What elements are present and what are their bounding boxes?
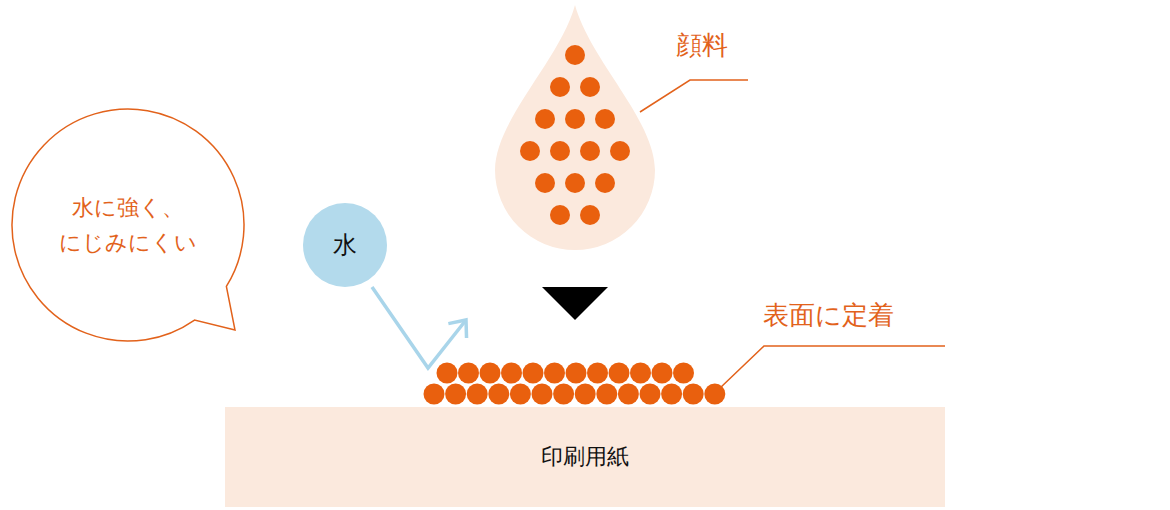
pigment-dot	[520, 141, 540, 161]
pigment-dot	[480, 363, 501, 384]
pigment-dot	[550, 205, 570, 225]
pigment-dot	[510, 384, 531, 405]
pigment-dot	[580, 205, 600, 225]
pigment-dot	[595, 109, 615, 129]
pigment-dot	[523, 363, 544, 384]
pigment-dot	[575, 384, 596, 405]
callout-label: 顔料	[676, 30, 728, 61]
pigment-dot	[618, 384, 639, 405]
pigment-dot	[595, 173, 615, 193]
pigment-dot	[565, 45, 585, 65]
callout-label: 表面に定着	[763, 300, 894, 331]
pigment-dot	[630, 363, 651, 384]
pigment-dot	[580, 141, 600, 161]
pigment-dot	[445, 384, 466, 405]
pigment-dot	[580, 77, 600, 97]
pigment-dots	[520, 45, 630, 225]
leader-lines	[640, 80, 945, 388]
pigment-dot	[532, 384, 553, 405]
bubble-shape	[12, 109, 244, 341]
node-text: 水に強く、 にじみにくい	[48, 190, 208, 260]
leader-line	[640, 80, 748, 112]
pigment-dot	[596, 384, 617, 405]
pigment-dot	[587, 363, 608, 384]
arrow-head	[448, 320, 466, 338]
pigment-dot	[565, 109, 585, 129]
pigment-dot	[566, 363, 587, 384]
pigment-dot	[683, 384, 704, 405]
water-bounce-arrow	[372, 287, 467, 368]
pigment-dot	[467, 384, 488, 405]
water-circle: 水	[303, 203, 387, 287]
pigment-dot	[535, 173, 555, 193]
pigment-dot	[610, 141, 630, 161]
pigment-dot	[424, 384, 445, 405]
pigment-dot	[437, 363, 458, 384]
pigment-dot	[673, 363, 694, 384]
node-text: 水	[333, 226, 357, 264]
water-path	[372, 287, 466, 368]
pigment-dot	[501, 363, 522, 384]
pigment-dot	[609, 363, 630, 384]
pigment-dot	[550, 77, 570, 97]
pigment-dot	[661, 384, 682, 405]
down-arrow	[542, 287, 608, 320]
pigment-dot	[488, 384, 509, 405]
circle-shape	[303, 203, 387, 287]
pigment-dot	[640, 384, 661, 405]
paper-band: 印刷用紙	[225, 407, 945, 507]
leader-line	[720, 346, 945, 388]
bubble-outline	[10, 107, 246, 343]
pigment-dot	[652, 363, 673, 384]
pigment-layer	[424, 363, 726, 405]
pigment-dot	[535, 109, 555, 129]
speech-bubble: 水に強く、 にじみにくい	[10, 107, 246, 343]
node-text: 印刷用紙	[541, 439, 629, 474]
pigment-dot	[458, 363, 479, 384]
pigment-dot	[550, 141, 570, 161]
pigment-dot	[565, 173, 585, 193]
ink-drop	[495, 5, 655, 250]
pigment-dot	[553, 384, 574, 405]
pigment-dot	[544, 363, 565, 384]
